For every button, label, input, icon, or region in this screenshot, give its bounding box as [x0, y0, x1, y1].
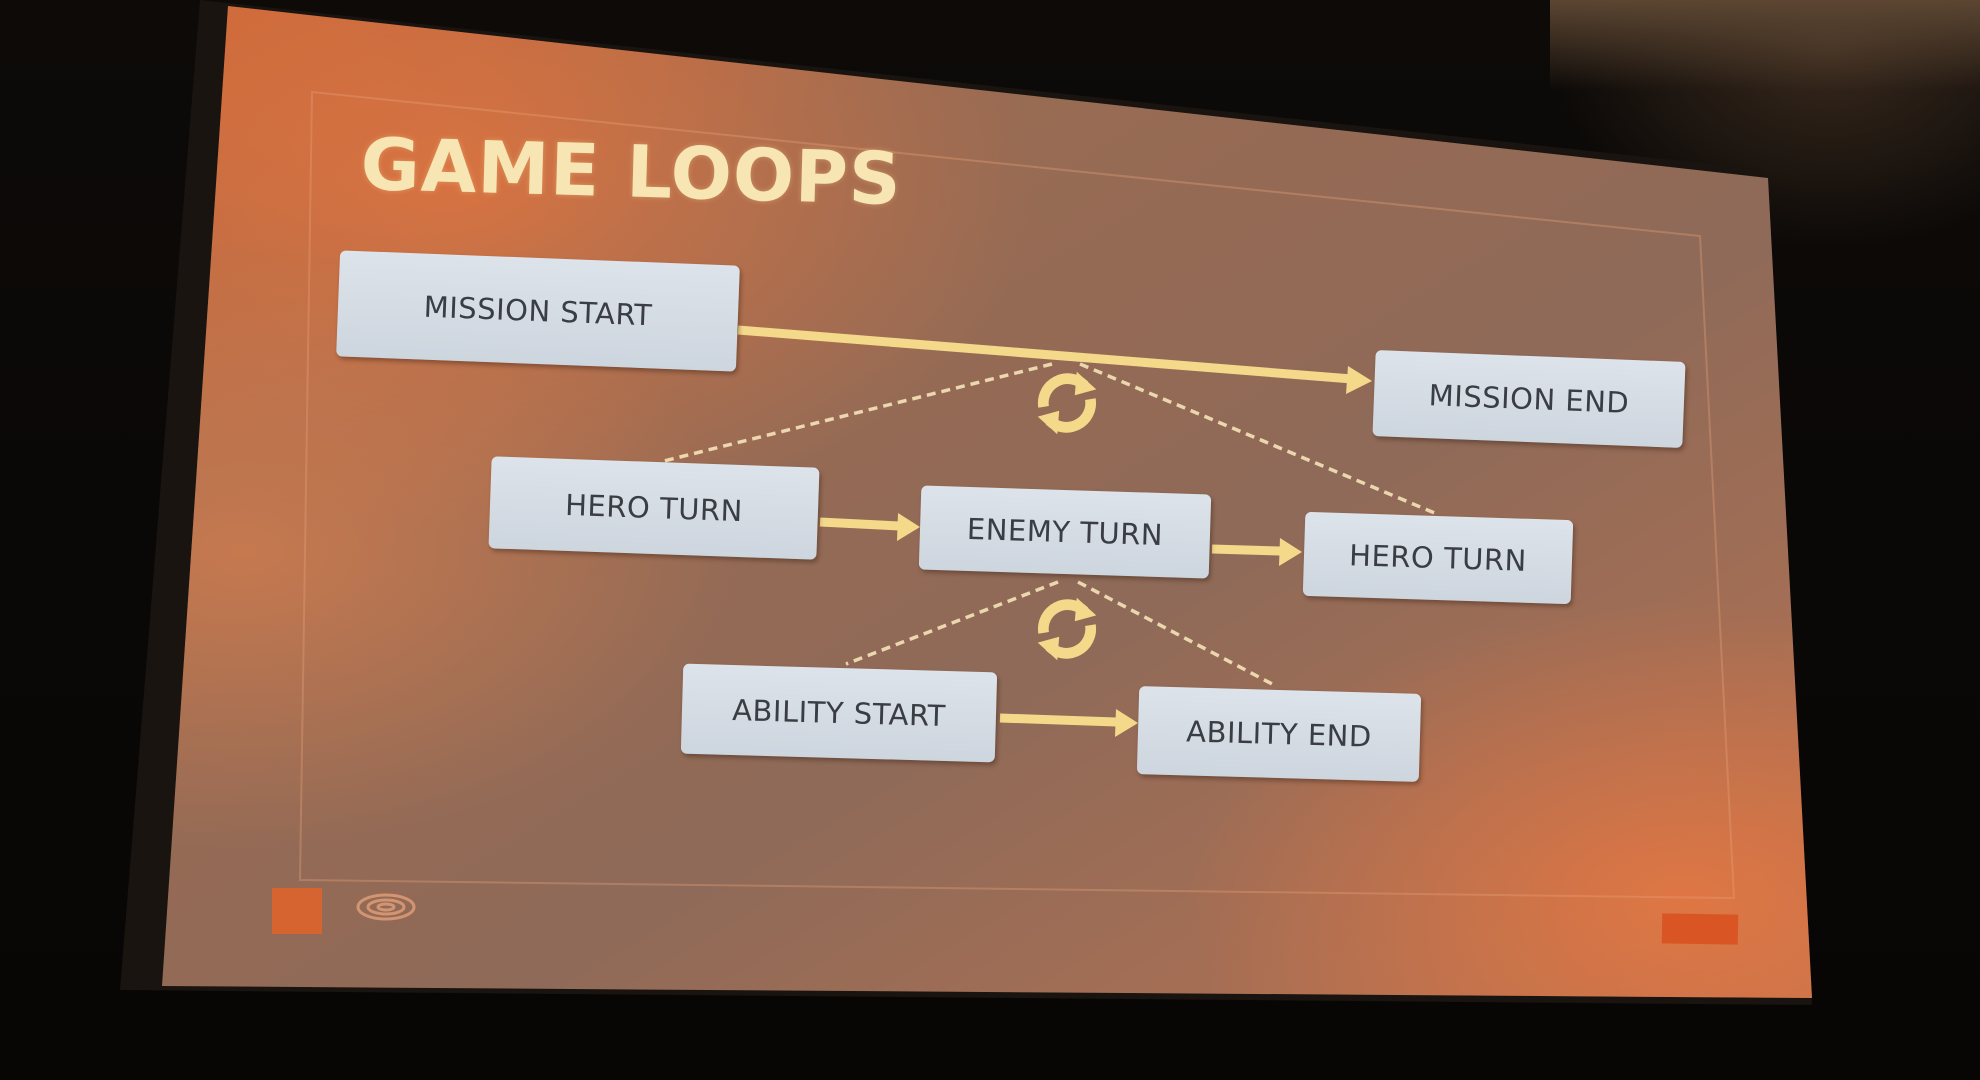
2k-logo — [272, 888, 322, 934]
loop-cycle-icon — [1037, 597, 1097, 661]
loop-cycle-icon — [1037, 371, 1097, 435]
node-hero-turn-1-label: HERO TURN — [564, 487, 744, 529]
node-ability-end-label: ABILITY END — [1185, 714, 1373, 754]
arrow-enemy-turn-to-hero-turn-head — [1279, 538, 1302, 566]
arrow-ability-start-to-end-shaft — [999, 713, 1117, 727]
connector-loop2-ability-end — [1077, 580, 1277, 688]
node-mission-end: MISSION END — [1372, 350, 1686, 448]
marvel-logo — [1661, 913, 1739, 945]
arrow-hero-turn-to-enemy-turn-shaft — [819, 517, 901, 531]
node-ability-start: ABILITY START — [680, 663, 998, 763]
arrow-mission-start-to-end-shaft — [737, 325, 1353, 384]
connector-loop1-hero-turn-2 — [1079, 362, 1438, 516]
dashed-connectors — [659, 362, 1438, 688]
arrow-ability-start-to-end-head — [1115, 709, 1138, 737]
node-enemy-turn-label: ENEMY TURN — [966, 511, 1164, 553]
connector-loop1-hero-turn-1 — [659, 362, 1053, 464]
node-mission-start: MISSION START — [336, 250, 740, 372]
connector-loop2-ability-start — [845, 580, 1059, 666]
firaxis-logo — [356, 893, 416, 921]
wall-light — [1550, 0, 1980, 90]
node-ability-end: ABILITY END — [1136, 686, 1422, 782]
node-mission-start-label: MISSION START — [423, 289, 653, 333]
slide-title: GAME LOOPS — [359, 122, 903, 222]
node-hero-turn-2-label: HERO TURN — [1348, 538, 1528, 578]
node-mission-end-label: MISSION END — [1428, 378, 1630, 420]
node-hero-turn-2: HERO TURN — [1302, 511, 1574, 605]
node-ability-start-label: ABILITY START — [731, 693, 947, 733]
arrow-mission-start-to-end-head — [1346, 366, 1372, 394]
flow-arrows — [737, 325, 1372, 737]
node-enemy-turn: ENEMY TURN — [918, 485, 1212, 579]
arrow-enemy-turn-to-hero-turn-shaft — [1211, 544, 1281, 556]
slide-inner-border — [298, 90, 1736, 900]
node-hero-turn-1: HERO TURN — [488, 456, 820, 560]
arrow-hero-turn-to-enemy-turn-head — [897, 513, 920, 541]
